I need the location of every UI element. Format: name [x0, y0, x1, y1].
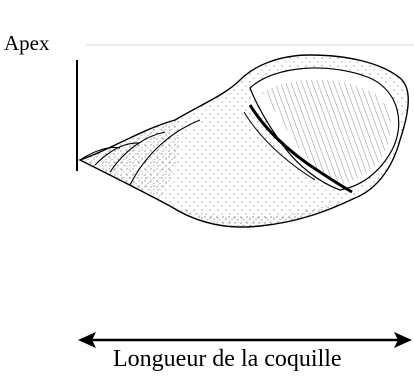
shell-illustration — [80, 55, 408, 227]
spire-shading — [80, 120, 179, 198]
shell-length-label: Longueur de la coquille — [113, 346, 342, 373]
apex-label: Apex — [4, 31, 50, 56]
